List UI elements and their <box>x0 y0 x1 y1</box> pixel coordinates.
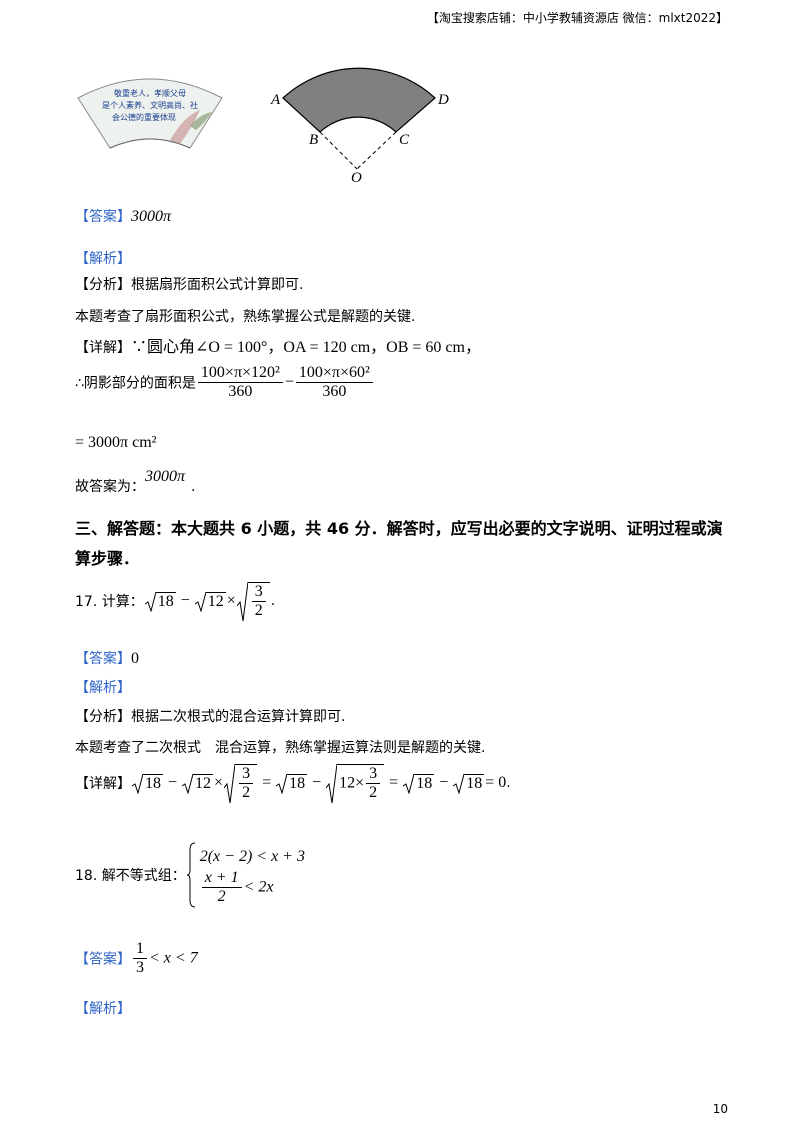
q17d-frac-num: 3 <box>239 765 254 784</box>
page-number: 10 <box>712 1102 728 1116</box>
q18-ineq2-den: 2 <box>217 887 226 905</box>
q17-sqrt-18: 18 <box>144 591 176 612</box>
sector-diagram: A B C D O <box>270 67 449 186</box>
answer-tag: 【答案】 <box>75 651 131 667</box>
q17-frac-num: 3 <box>251 583 266 602</box>
fan-illustration: 敬重老人，孝顺父母 是个人素养、文明高尚、社 会公德的重要体现 <box>77 78 223 149</box>
q17-answer-line: 【答案】0 <box>75 648 139 668</box>
q17d-radicand-18a: 18 <box>143 773 163 792</box>
section-3-heading: 三、解答题：本大题共 6 小题，共 46 分．解答时，应写出必要的文字说明、证明… <box>75 519 723 568</box>
q16-fenxi-line: 【分析】根据扇形面积公式计算即可. <box>75 274 303 294</box>
q16-detail-1: ∵圆心角∠O = 100°，OA = 120 cm，OB = 60 cm， <box>131 339 481 356</box>
analysis-tag: 【解析】 <box>75 1001 131 1017</box>
q17-radicand-12: 12 <box>205 591 226 610</box>
q17-answer: 0 <box>131 650 139 667</box>
q16-final-line: 故答案为：3000π. <box>75 466 195 495</box>
q16-final-suffix: . <box>191 479 196 495</box>
label-d: D <box>437 92 449 108</box>
label-a: A <box>270 92 281 108</box>
q16-answer: 3000π <box>131 208 172 225</box>
q16-fenxi: 根据扇形面积公式计算即可. <box>131 277 304 293</box>
q18-ans-num: 1 <box>133 940 147 959</box>
q16-frac2-num: 100×π×60² <box>295 364 373 383</box>
q18-ans-rest: < x < 7 <box>149 949 198 967</box>
q17d-sqrt-18c: 18 <box>403 773 435 794</box>
q16-final-prefix: 故答案为： <box>75 479 145 495</box>
q17d-frac2-num: 3 <box>366 765 381 784</box>
q18-label: 18. 解不等式组： <box>75 868 186 884</box>
analysis-tag: 【解析】 <box>75 680 131 696</box>
q17d-mid: 12× <box>339 774 365 792</box>
q17-detail-end: = 0 <box>485 774 507 791</box>
q17d-radicand-18d: 18 <box>464 773 485 792</box>
fenxi-tag: 【分析】 <box>75 709 131 725</box>
label-o: O <box>351 170 362 186</box>
q18-ineq2-num: x + 1 <box>201 869 242 888</box>
q16-frac2-den: 360 <box>322 383 347 400</box>
q18-ineq-1: 2(x − 2) < x + 3 <box>199 847 305 865</box>
q17d-sqrt-18: 18 <box>132 773 163 794</box>
fan-text-line-2: 是个人素养、文明高尚、社 <box>102 100 198 110</box>
q16-answer-line: 【答案】3000π <box>75 206 171 226</box>
q16-frac1-den: 360 <box>228 383 253 400</box>
q17-note: 本题考查了二次根式 混合运算，熟练掌握运算法则是解题的关键. <box>75 740 486 756</box>
fenxi-tag: 【分析】 <box>75 277 131 293</box>
label-b: B <box>309 132 318 148</box>
q16-detail-2-prefix: ∴阴影部分的面积是 <box>75 375 196 392</box>
q17d-sqrt-18b: 18 <box>276 773 308 794</box>
q17d-frac2-den: 2 <box>369 784 378 801</box>
q17-radicand-18: 18 <box>155 591 176 610</box>
q17-label: 17. 计算： <box>75 594 144 610</box>
answer-tag: 【答案】 <box>75 209 131 225</box>
analysis-tag: 【解析】 <box>75 251 131 267</box>
detail-tag: 【详解】 <box>75 776 131 792</box>
q17d-radicand-18c: 18 <box>414 773 435 792</box>
q17d-sqrt-18d: 18 <box>453 773 485 794</box>
q18-ineq2-rest: < 2x <box>243 878 274 895</box>
q16-fraction-1: 100×π×120² 360 <box>197 364 283 401</box>
q16-final-value: 3000π <box>145 468 186 485</box>
q17d-sqrt-12: 12 <box>182 773 214 794</box>
detail-tag: 【详解】 <box>75 340 131 356</box>
q17-fenxi-line: 【分析】根据二次根式的混合运算计算即可. <box>75 706 345 726</box>
q16-detail-2: ∴阴影部分的面积是 100×π×120² 360 − 100×π×60² 360 <box>75 364 375 401</box>
q17-fenxi: 根据二次根式的混合运算计算即可. <box>131 709 346 725</box>
q16-note: 本题考查了扇形面积公式，熟练掌握公式是解题的关键. <box>75 309 416 325</box>
q16-detail-line: 【详解】∵圆心角∠O = 100°，OA = 120 cm，OB = 60 cm… <box>75 333 481 357</box>
fan-text-line-3: 会公德的重要体现 <box>112 112 176 122</box>
fan-text-line-1: 敬重老人，孝顺父母 <box>114 88 186 98</box>
q17-sqrt-12: 12 <box>194 591 226 612</box>
q18-ans-den: 3 <box>136 959 144 976</box>
q16-frac1-num: 100×π×120² <box>197 364 283 383</box>
q16-result: = 3000π cm² <box>75 434 157 451</box>
q17d-radicand-18b: 18 <box>287 773 308 792</box>
page-header: 【淘宝搜索店铺：中小学教辅资源店 微信：mlxt2022】 <box>426 11 728 25</box>
q16-fraction-2: 100×π×60² 360 <box>295 364 373 401</box>
q17d-radicand-12: 12 <box>193 773 214 792</box>
answer-tag: 【答案】 <box>75 951 131 968</box>
q17-frac-den: 2 <box>254 602 263 619</box>
label-c: C <box>399 132 410 148</box>
brace-icon <box>186 842 195 908</box>
q17d-frac-den: 2 <box>242 784 251 801</box>
